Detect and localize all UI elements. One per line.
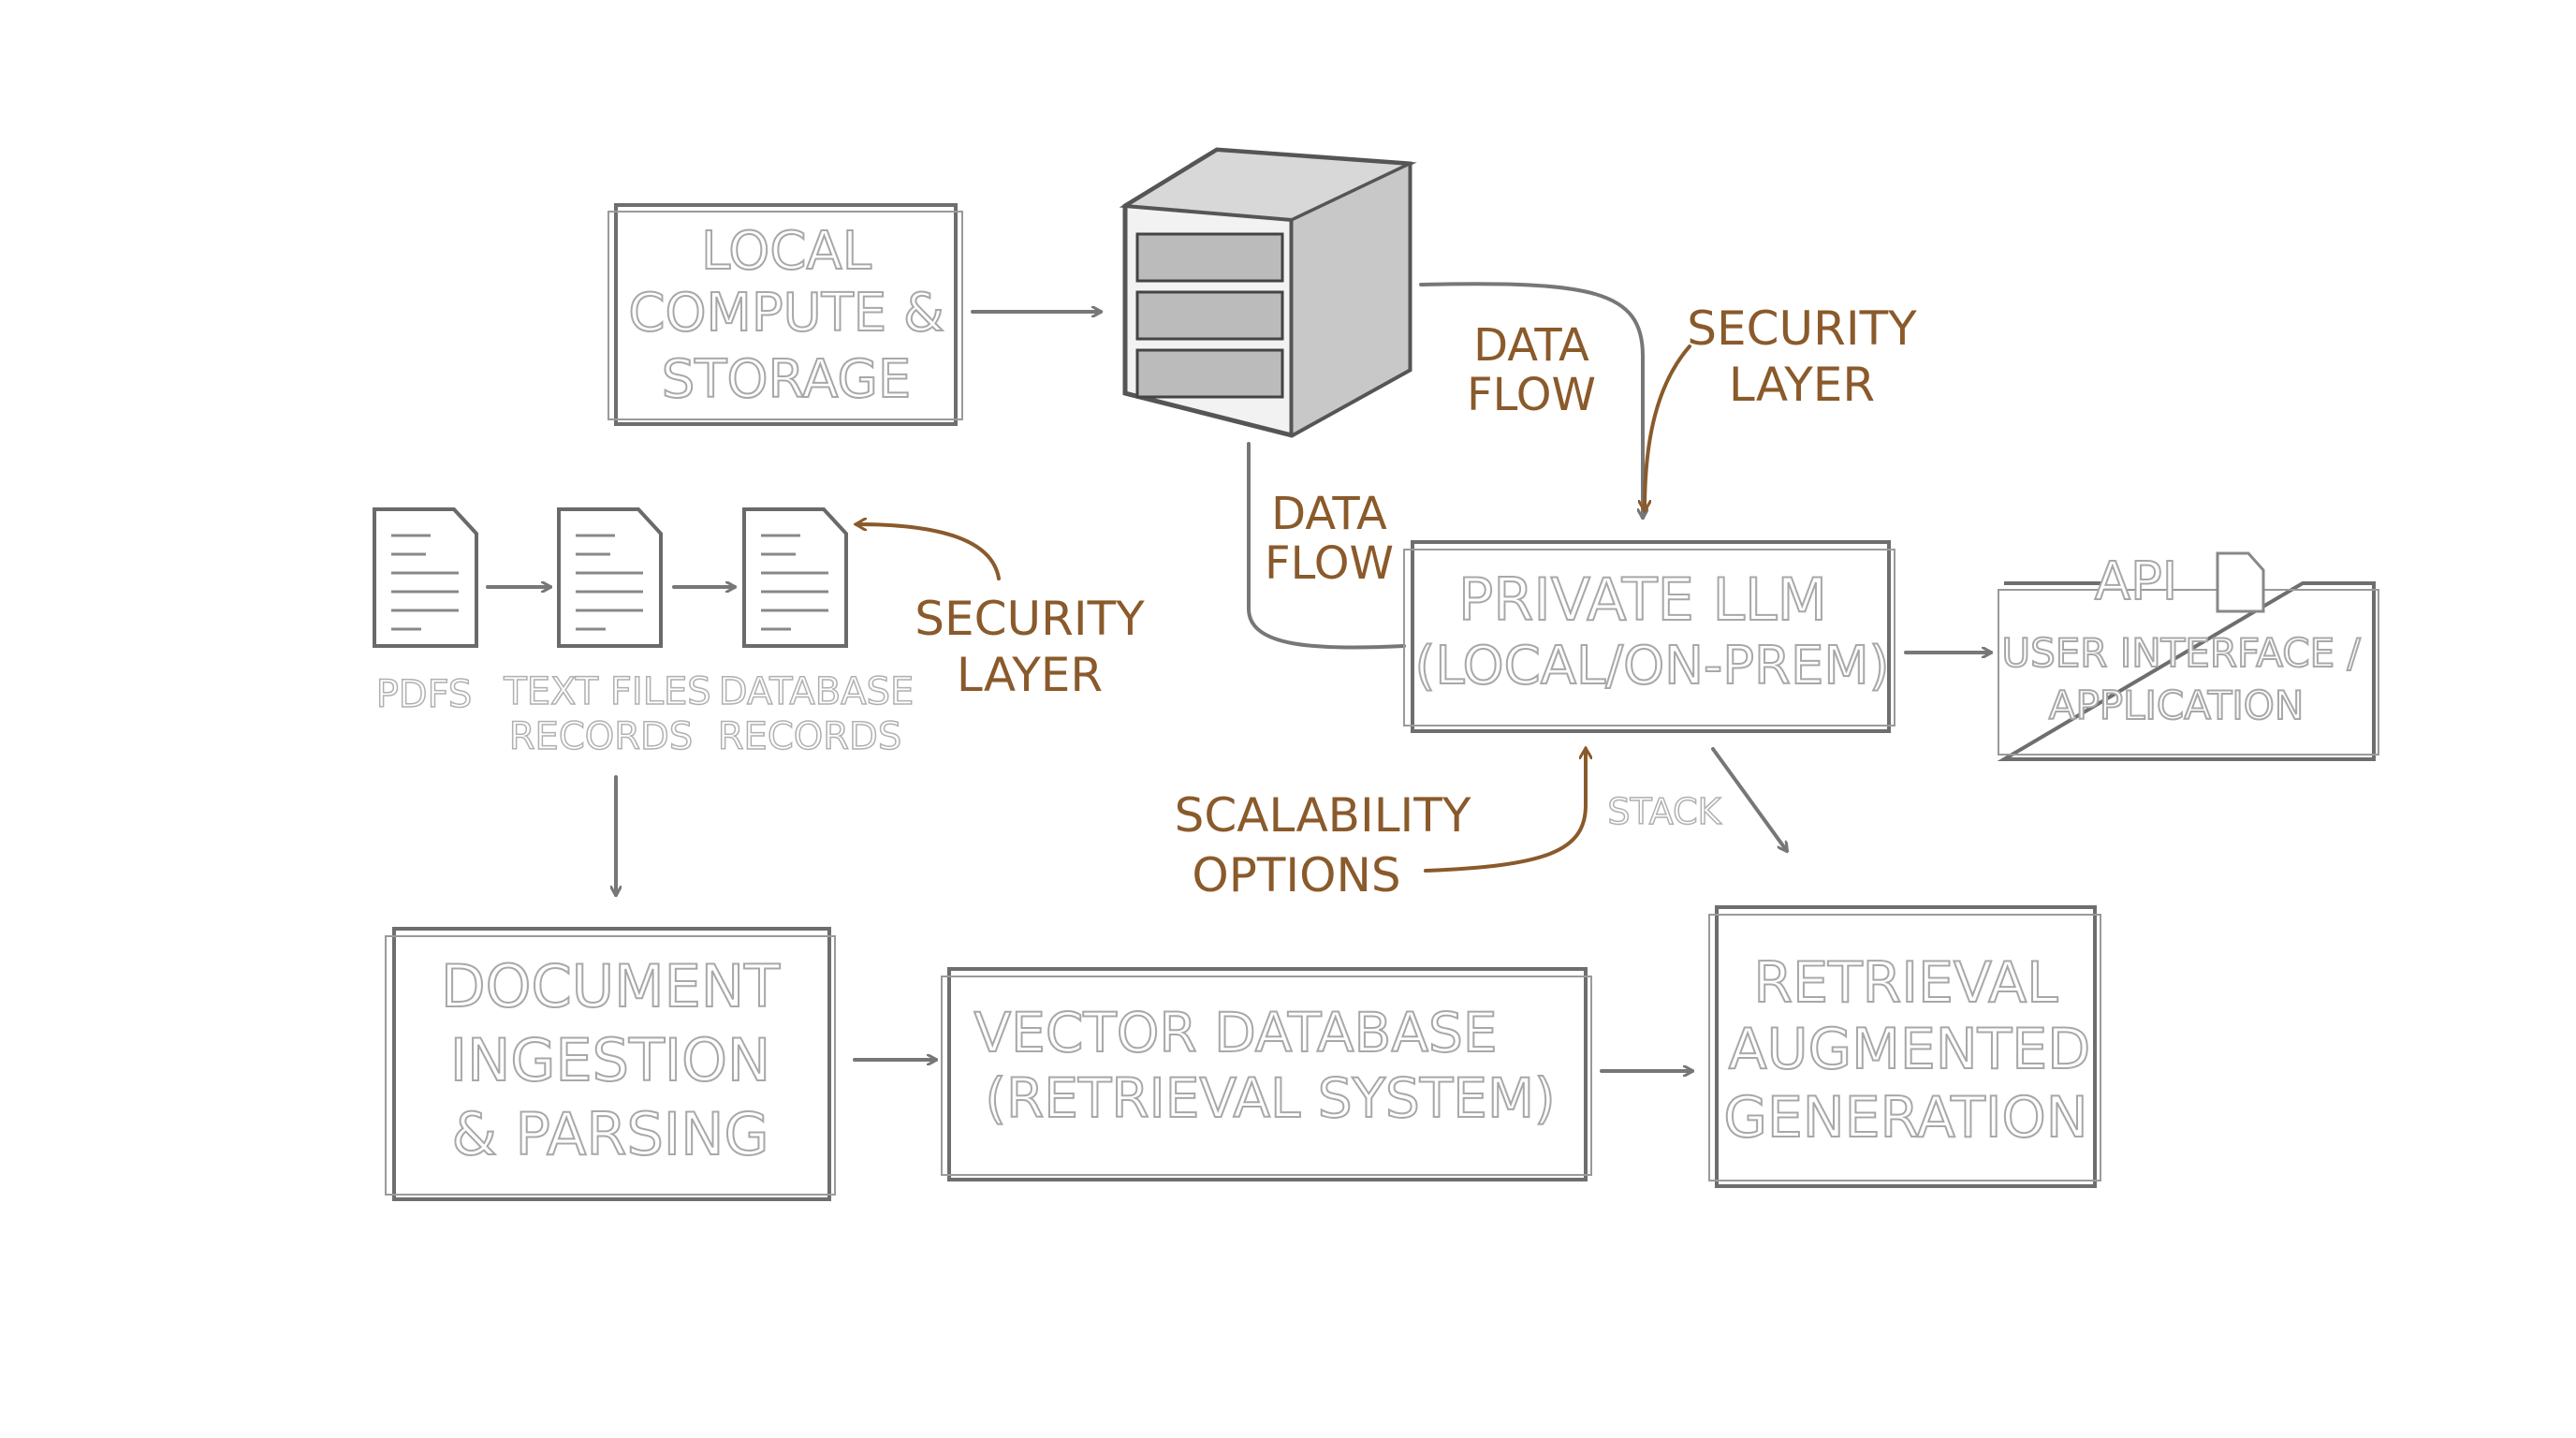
source-label: RECORDS (718, 715, 901, 758)
source-label: DATABASE (719, 670, 915, 713)
private-llm-line-1: PRIVATE LLM (1458, 565, 1827, 634)
rag-line-1: RETRIEVAL (1753, 950, 2058, 1016)
rag-line-3: GENERATION (1723, 1085, 2087, 1151)
security-layer-top-arrow (1645, 345, 1691, 510)
scalability-line-2: OPTIONS (1192, 848, 1400, 902)
user-interface-box: API USER INTERFACE / APPLICATION (1997, 550, 2379, 761)
source-label: TEXT FILES (503, 670, 710, 713)
rag-box: RETRIEVAL AUGMENTED GENERATION (1708, 905, 2101, 1188)
security-layer-left-arrow (856, 524, 1001, 580)
source-label: RECORDS (509, 715, 693, 758)
data-flow-line-to-llm (1419, 282, 1643, 520)
ui-line-2: APPLICATION (2049, 682, 2305, 728)
local-compute-line-3: STORAGE (662, 349, 912, 410)
api-label: API (2095, 551, 2178, 612)
private-llm-line-2: (LOCAL/ON-PREM) (1414, 636, 1889, 697)
source-pdfs: PDFS (373, 507, 478, 717)
data-flow-left-line-1: DATA (1271, 488, 1387, 540)
local-compute-line-2: COMPUTE & (628, 283, 944, 344)
local-compute-storage-box: LOCAL COMPUTE & STORAGE (607, 203, 963, 426)
scalability-line-1: SCALABILITY (1175, 788, 1471, 843)
server-rack-icon (1119, 147, 1417, 438)
security-layer-left-line-1: SECURITY (915, 592, 1145, 646)
vector-database-box: VECTOR DATABASE (RETRIEVAL SYSTEM) (941, 967, 1592, 1181)
local-compute-line-1: LOCAL (701, 221, 871, 282)
ui-line-1: USER INTERFACE / (2001, 630, 2361, 676)
security-layer-left-line-2: LAYER (957, 648, 1103, 702)
private-llm-box: PRIVATE LLM (LOCAL/ON-PREM) (1403, 540, 1895, 733)
vector-db-line-1: VECTOR DATABASE (974, 1001, 1498, 1064)
document-icon (742, 507, 848, 648)
vector-db-line-2: (RETRIEVAL SYSTEM) (985, 1066, 1555, 1130)
rag-line-2: AUGMENTED (1729, 1017, 2091, 1082)
source-database-records: DATABASE RECORDS (717, 507, 915, 759)
source-label: PDFS (376, 673, 473, 716)
ingestion-line-2: INGESTION (450, 1026, 771, 1094)
arrow-llm-to-rag (1711, 747, 1787, 851)
document-icon (2216, 551, 2265, 613)
data-flow-left-line-2: FLOW (1265, 537, 1394, 590)
security-layer-top-line-1: SECURITY (1687, 301, 1917, 356)
document-ingestion-box: DOCUMENT INGESTION & PARSING (385, 927, 836, 1201)
ingestion-line-3: & PARSING (451, 1100, 768, 1168)
data-flow-upper-line-2: FLOW (1467, 369, 1596, 421)
document-icon (557, 507, 663, 648)
data-flow-upper-line-1: DATA (1473, 319, 1589, 372)
data-flow-line-left (1247, 442, 1406, 650)
scalability-arrow (1424, 749, 1586, 873)
ingestion-line-1: DOCUMENT (441, 952, 781, 1020)
document-icon (373, 507, 478, 648)
source-text-files: TEXT FILES RECORDS (503, 507, 711, 759)
stack-label: STACK (1607, 791, 1721, 832)
security-layer-top-line-2: LAYER (1729, 358, 1875, 412)
